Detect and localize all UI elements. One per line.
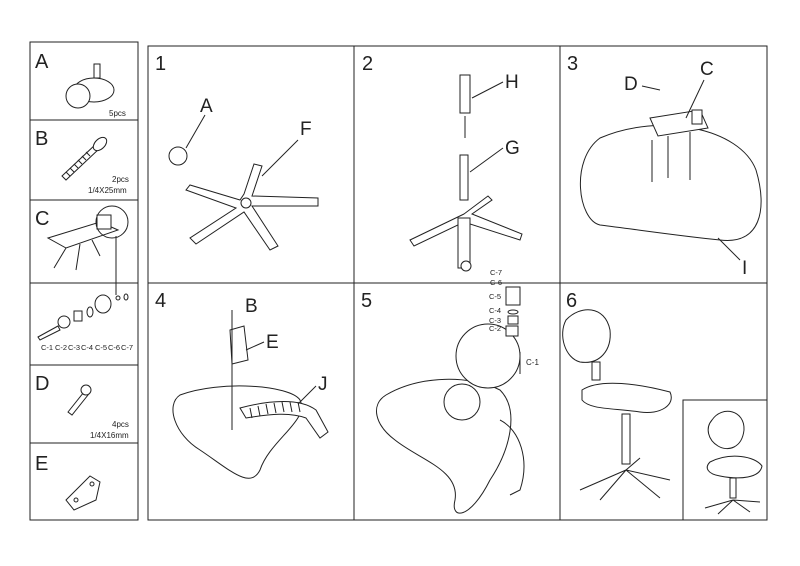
part-qty: 5pcs (109, 109, 126, 118)
caster-wheel-icon (65, 63, 115, 109)
callout-label: E (266, 332, 279, 353)
gas-lift-icon (409, 74, 523, 272)
part-a: A 5pcs (35, 51, 126, 118)
seat-with-backrest-bar-icon (172, 310, 329, 479)
part-qty: 4pcs (112, 420, 129, 429)
part-letter: B (35, 128, 48, 150)
callout-label: G (505, 138, 520, 159)
step-number: 5 (361, 290, 372, 312)
step-number: 2 (362, 53, 373, 75)
part-letter: C (35, 208, 49, 230)
component-label: C-6 (108, 343, 120, 352)
part-size: 1/4X16mm (90, 431, 129, 440)
step-2: 2 H G (362, 53, 523, 272)
assembled-chair-alt-view-icon (704, 410, 763, 515)
callout-label: C (700, 59, 714, 80)
steps-grid (147, 45, 768, 521)
part-d: D 4pcs 1/4X16mm (35, 373, 129, 440)
mechanism-icon (46, 205, 129, 295)
part-qty: 2pcs (112, 175, 129, 184)
part-letter: D (35, 373, 49, 395)
component-label: C-7 (121, 343, 133, 352)
step-number: 4 (155, 290, 166, 312)
callout-label: C-6 (490, 278, 502, 287)
callout-label: C-5 (489, 292, 501, 301)
callout-label: C-4 (489, 306, 501, 315)
step-number: 3 (567, 53, 578, 75)
screw-icon (67, 384, 92, 416)
callout-label: F (300, 119, 312, 140)
callout-label: J (318, 374, 328, 395)
callout-label: C-3 (489, 316, 501, 325)
mechanism-detail-icon (376, 286, 525, 514)
part-letter: A (35, 51, 49, 73)
step-5: 5 C-7 C-6 C-5 C-4 C-3 C-2 C-1 (361, 268, 539, 514)
callout-label: I (742, 258, 747, 279)
callout-label: D (624, 74, 638, 95)
component-label: C-1 (41, 343, 53, 352)
part-size: 1/4X25mm (88, 186, 127, 195)
callout-label: B (245, 296, 258, 317)
part-letter: E (35, 453, 48, 475)
step-1: 1 A F (155, 53, 319, 251)
part-c: C (35, 205, 129, 295)
component-label: C-3 (68, 343, 80, 352)
callout-label: A (200, 96, 213, 117)
chair-base-icon (168, 146, 319, 251)
part-c-components: C-1 C-2 C-3 C-4 C-5 C-6 C-7 (37, 293, 133, 352)
step-number: 6 (566, 290, 577, 312)
bracket-icon (65, 475, 101, 511)
component-label: C-5 (95, 343, 107, 352)
seat-plate-icon (579, 109, 762, 241)
step-6: 6 (562, 290, 768, 521)
bolt-icon (61, 136, 108, 181)
part-e: E (35, 453, 101, 511)
callout-label: C-7 (490, 268, 502, 277)
assembled-chair-icon (562, 309, 672, 501)
component-label: C-4 (81, 343, 93, 352)
step-3: 3 D C I (567, 53, 762, 279)
callout-label: H (505, 72, 519, 93)
parts-list: A 5pcs B 2pcs 1/4X25mm C (29, 41, 139, 521)
callout-label: C-2 (489, 324, 501, 333)
step-4: 4 B E J (155, 290, 329, 479)
step-number: 1 (155, 53, 166, 75)
component-label: C-2 (55, 343, 67, 352)
callout-label: C-1 (526, 358, 539, 367)
part-b: B 2pcs 1/4X25mm (35, 128, 129, 195)
